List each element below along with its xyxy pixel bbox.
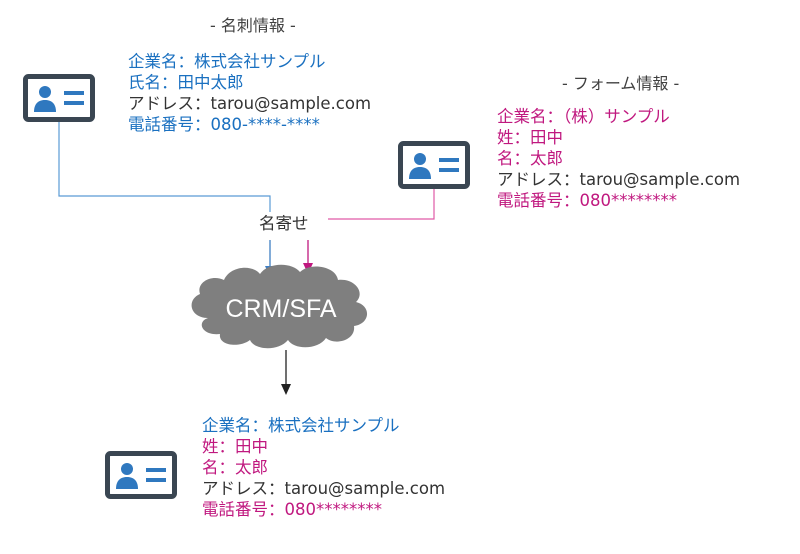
form-address: アドレス：tarou@sample.com [497, 170, 741, 189]
business-card-fields: 企業名：株式会社サンプル 氏名：田中太郎 アドレス：tarou@sample.c… [128, 51, 371, 135]
cloud-icon: CRM/SFA [191, 264, 368, 349]
result-last-name: 姓：田中 [202, 437, 268, 456]
result-first-name: 名：太郎 [202, 458, 268, 477]
business-card-phone: 電話番号：080-****-**** [128, 115, 320, 134]
merge-label: 名寄せ [259, 214, 309, 233]
business-card-address: アドレス：tarou@sample.com [128, 94, 372, 113]
form-fields: 企業名：（株）サンプル 姓：田中 名：太郎 アドレス：tarou@sample.… [497, 106, 740, 211]
business-card-company: 企業名：株式会社サンプル [128, 52, 326, 71]
form-phone: 電話番号：080******** [497, 191, 677, 210]
form-last-name: 姓：田中 [497, 128, 563, 147]
business-card-icon [23, 74, 95, 122]
form-company: 企業名：（株）サンプル [497, 107, 670, 126]
cloud-label: CRM/SFA [225, 295, 336, 323]
business-card-connector [58, 120, 271, 212]
result-company: 企業名：株式会社サンプル [202, 416, 400, 435]
result-phone: 電話番号：080******** [202, 500, 382, 519]
business-card-name: 氏名：田中太郎 [128, 73, 244, 92]
form-card-icon [398, 141, 470, 189]
result-card-icon [105, 451, 177, 499]
form-first-name: 名：太郎 [497, 149, 563, 168]
result-arrowhead [281, 384, 291, 395]
result-address: アドレス：tarou@sample.com [202, 479, 446, 498]
business-card-heading: - 名刺情報 - [210, 16, 296, 35]
form-heading: - フォーム情報 - [562, 74, 680, 93]
result-fields: 企業名：株式会社サンプル 姓：田中 名：太郎 アドレス：tarou@sample… [202, 415, 445, 520]
form-connector [328, 189, 435, 220]
